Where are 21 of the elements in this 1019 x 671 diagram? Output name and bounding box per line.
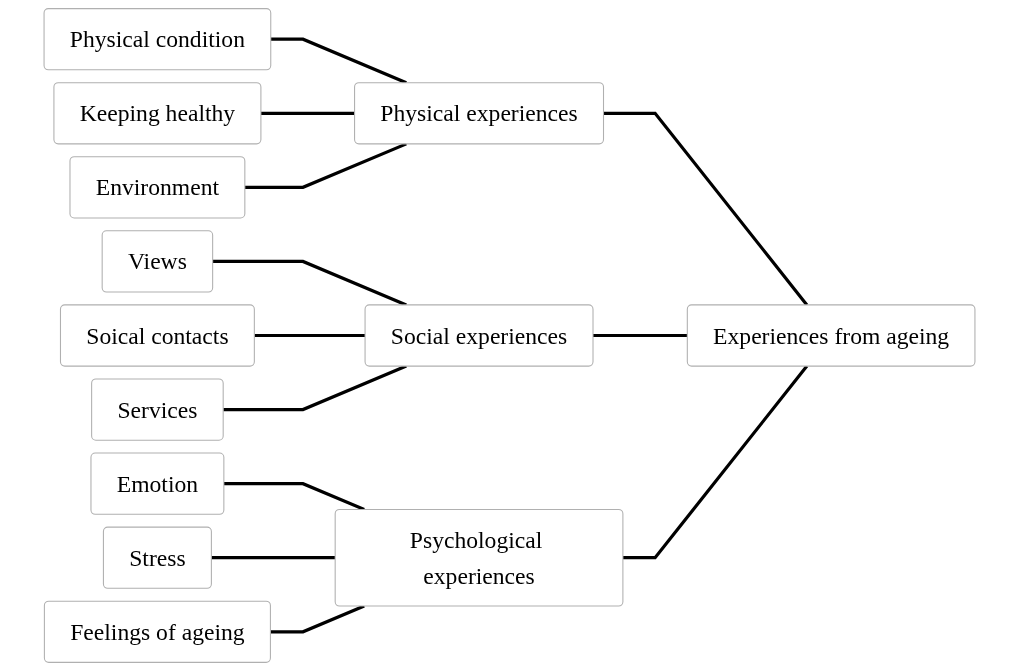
node-box: Physical experiences — [354, 82, 605, 145]
node-box: Soical contacts — [59, 304, 255, 367]
node-box: Stress — [102, 526, 212, 589]
node-box: Social experiences — [364, 304, 594, 367]
node-box: Views — [101, 230, 214, 293]
connector — [593, 333, 688, 338]
connector — [223, 482, 365, 511]
node-box: Experiences from ageing — [686, 304, 976, 367]
connector — [622, 365, 809, 560]
node-box: Services — [91, 378, 224, 441]
connector — [260, 111, 355, 115]
node-box: Feelings of ageing — [43, 600, 271, 663]
node-box: Physical condition — [43, 8, 272, 71]
node-box: Environment — [69, 156, 246, 219]
connector — [244, 142, 407, 189]
node-box: Emotion — [90, 452, 225, 515]
connector — [254, 333, 366, 338]
node-box: Psychological experiences — [334, 508, 624, 607]
node-box: Keeping healthy — [53, 82, 262, 145]
connector — [603, 111, 809, 306]
connector — [211, 556, 336, 560]
